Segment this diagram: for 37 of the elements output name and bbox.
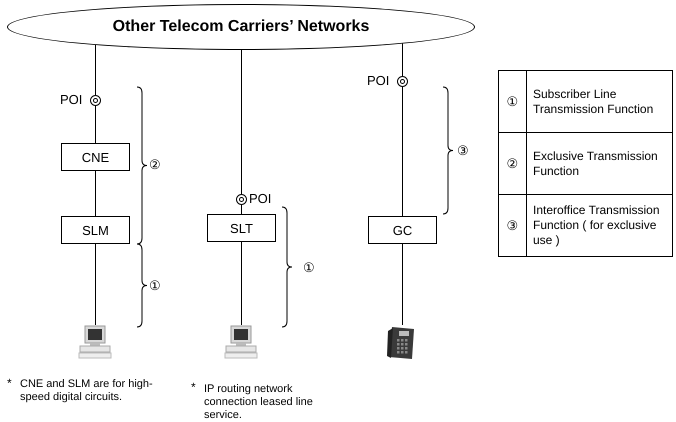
connection-line [402, 86, 403, 216]
function-name: Exclusive Transmission Function [527, 133, 672, 195]
connection-line [402, 244, 403, 326]
connection-line [241, 204, 242, 214]
callout-number: ① [303, 260, 315, 276]
computer-icon [78, 325, 113, 359]
poi-symbol [236, 194, 247, 205]
footnote-text: IP routing network connection leased line service. [204, 383, 314, 422]
callout-number: ① [149, 278, 161, 294]
poi-label: POI [249, 191, 272, 207]
computer-icon [224, 325, 259, 359]
callout-number: ② [499, 133, 527, 195]
footnote-mark: * [191, 380, 196, 394]
connection-line [241, 50, 242, 194]
connection-line [95, 44, 96, 96]
connection-line [95, 244, 96, 326]
network-ellipse: Other Telecom Carriers’ Networks [7, 4, 475, 50]
equipment-box: SLT [207, 214, 276, 242]
function-name: Subscriber Line Transmission Function [527, 71, 672, 133]
equipment-box: GC [368, 216, 437, 244]
poi-symbol [397, 76, 408, 87]
connection-line [241, 242, 242, 326]
callout-number: ③ [457, 143, 469, 159]
callout-number: ② [149, 157, 161, 173]
connection-line [95, 106, 96, 144]
callout-number: ③ [499, 195, 527, 257]
poi-label: POI [367, 73, 390, 89]
footnote-text: CNE and SLM are for high-speed digital circuits. [20, 378, 154, 404]
connection-line [402, 43, 403, 76]
callout-number: ① [499, 71, 527, 133]
poi-label: POI [60, 92, 82, 108]
poi-symbol [90, 95, 101, 106]
footnote-mark: * [7, 376, 12, 390]
equipment-box: CNE [61, 143, 130, 171]
connection-line [95, 170, 96, 216]
equipment-box: SLM [61, 216, 130, 244]
function-name: Interoffice Transmission Function ( for exclusive use ) [527, 195, 672, 257]
